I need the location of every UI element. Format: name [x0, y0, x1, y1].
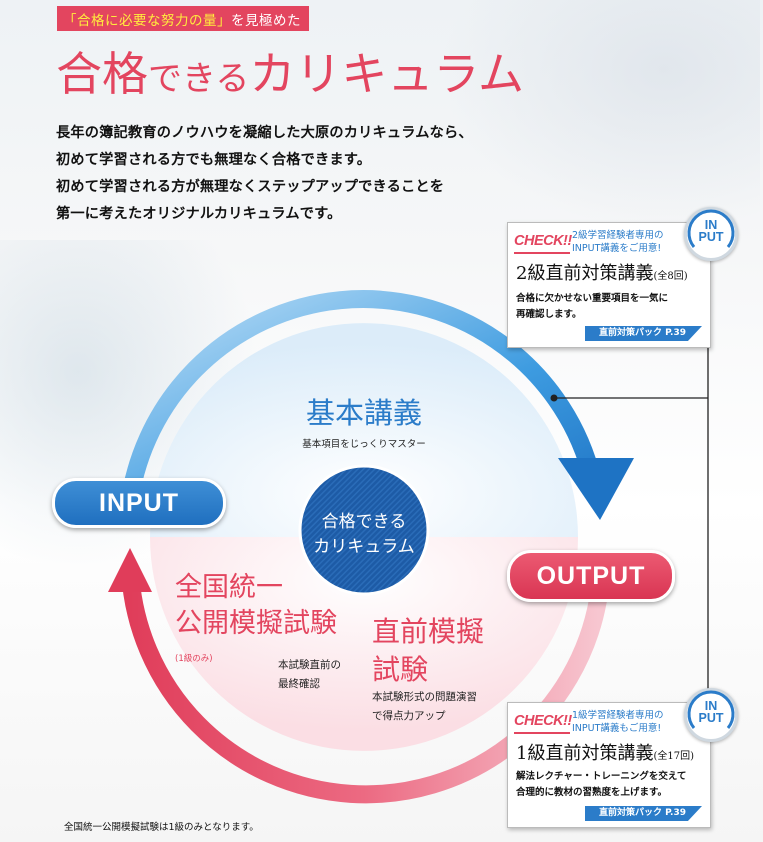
header-ribbon: 「合格に必要な努力の量」を見極めた	[57, 6, 309, 31]
check-underline	[514, 252, 570, 254]
output-arc-arrow	[121, 569, 607, 804]
chokuzen-sub: 本試験形式の問題演習 で得点力アップ	[372, 688, 477, 726]
pack-page-tag: 直前対策パック P.39	[584, 326, 702, 341]
course-name: 2級直前対策講義	[516, 263, 654, 284]
card-note-line1: 2級学習経験者専用の	[572, 230, 664, 241]
intro-line: 長年の簿記教育のノウハウを凝縮した大原のカリキュラムなら、	[56, 125, 473, 141]
check-label: CHECK!!	[514, 713, 572, 729]
connector-dot	[550, 394, 558, 402]
zenkoku-line2: 公開模擬試験	[175, 608, 337, 639]
page-title: 合格できるカリキュラム	[56, 38, 524, 104]
card-note: 2級学習経験者専用の INPUT講義をご用意!	[572, 230, 664, 255]
card-note-line1: 1級学習経験者専用の	[572, 710, 664, 721]
cycle-upper-fill	[150, 323, 578, 537]
ribbon-highlight: 「合格に必要な努力の量」	[63, 13, 231, 29]
center-label-line2: カリキュラム	[313, 537, 415, 557]
zenkoku-line1: 全国統一	[175, 572, 283, 603]
course-desc: 合格に欠かせない重要項目を一気に 再確認します。	[516, 291, 668, 323]
intro-line: 初めて学習される方でも無理なく合格できます。	[56, 152, 372, 168]
background-photo-right	[440, 0, 760, 230]
check-label: CHECK!!	[514, 233, 572, 249]
course-title: 2級直前対策講義(全8回)	[516, 259, 688, 285]
title-part-1: 合格	[56, 47, 148, 101]
course-card-2kyu: CHECK!! 2級学習経験者専用の INPUT講義をご用意! 2級直前対策講義…	[507, 222, 711, 348]
badge-line1: IN	[704, 218, 718, 232]
cycle-lower-fill	[150, 537, 578, 751]
intro-line: 第一に考えたオリジナルカリキュラムです。	[56, 206, 342, 222]
course-title: 1級直前対策講義(全17回)	[516, 739, 694, 765]
input-arc-arrow	[119, 290, 599, 516]
course-desc-line1: 解法レクチャー・トレーニングを交えて	[516, 771, 687, 782]
input-arrow-head	[558, 458, 634, 520]
badge-line1: IN	[704, 699, 718, 713]
intro-text: 長年の簿記教育のノウハウを凝縮した大原のカリキュラムなら、 初めて学習される方で…	[56, 120, 473, 228]
input-pill: INPUT	[52, 478, 226, 528]
title-part-3: カリキュラム	[249, 47, 524, 101]
zenkoku-sub: 本試験直前の 最終確認	[278, 656, 341, 694]
course-desc-line1: 合格に欠かせない重要項目を一気に	[516, 293, 669, 304]
chokuzen-line2: 試験	[372, 653, 429, 686]
chokuzen-sub-line2: で得点力アップ	[372, 710, 446, 722]
kihon-block: 基本講義 基本項目をじっくりマスター	[290, 390, 438, 450]
course-count: (全17回)	[653, 751, 694, 762]
center-label: 合格できる カリキュラム	[300, 510, 428, 560]
chokuzen-title: 直前模擬 試験	[372, 613, 484, 689]
badge-ring-icon	[687, 690, 735, 729]
output-pill: OUTPUT	[507, 550, 675, 602]
card-note-line2: INPUT講義をご用意!	[572, 242, 662, 254]
zenkoku-sub-line2: 最終確認	[278, 678, 320, 690]
zenkoku-title: 全国統一 公開模擬試験	[175, 570, 337, 642]
badge-line2: PUT	[698, 711, 724, 725]
card-note-line2: INPUT講義もご用意!	[572, 722, 662, 734]
badge-ring-icon	[687, 209, 735, 248]
output-arrow-head	[108, 548, 152, 592]
kihon-sub: 基本項目をじっくりマスター	[302, 439, 426, 450]
chokuzen-line1: 直前模擬	[372, 615, 485, 648]
course-desc: 解法レクチャー・トレーニングを交えて 合理的に教材の習熟度を上げます。	[516, 769, 686, 801]
badge-line2: PUT	[698, 230, 724, 244]
chokuzen-sub-line1: 本試験形式の問題演習	[372, 691, 477, 703]
intro-line: 初めて学習される方が無理なくステップアップできることを	[56, 179, 445, 195]
pack-page-tag: 直前対策パック P.39	[584, 806, 702, 821]
course-desc-line2: 合理的に教材の習熟度を上げます。	[516, 787, 668, 798]
zenkoku-note: (1級のみ)	[175, 654, 213, 664]
kihon-title: 基本講義	[305, 396, 422, 430]
course-name: 1級直前対策講義	[516, 743, 654, 764]
check-underline	[514, 732, 570, 734]
course-card-1kyu: CHECK!! 1級学習経験者専用の INPUT講義もご用意! 1級直前対策講義…	[507, 702, 711, 828]
zenkoku-sub-line1: 本試験直前の	[278, 659, 341, 671]
ribbon-suffix: を見極めた	[231, 13, 301, 29]
course-desc-line2: 再確認します。	[516, 309, 582, 320]
title-part-2: できる	[148, 59, 250, 99]
card-note: 1級学習経験者専用の INPUT講義もご用意!	[572, 710, 664, 735]
center-circle	[298, 464, 430, 596]
footnote: 全国統一公開模擬試験は1級のみとなります。	[64, 822, 259, 833]
course-count: (全8回)	[653, 271, 688, 282]
center-label-line1: 合格できる	[321, 512, 407, 532]
